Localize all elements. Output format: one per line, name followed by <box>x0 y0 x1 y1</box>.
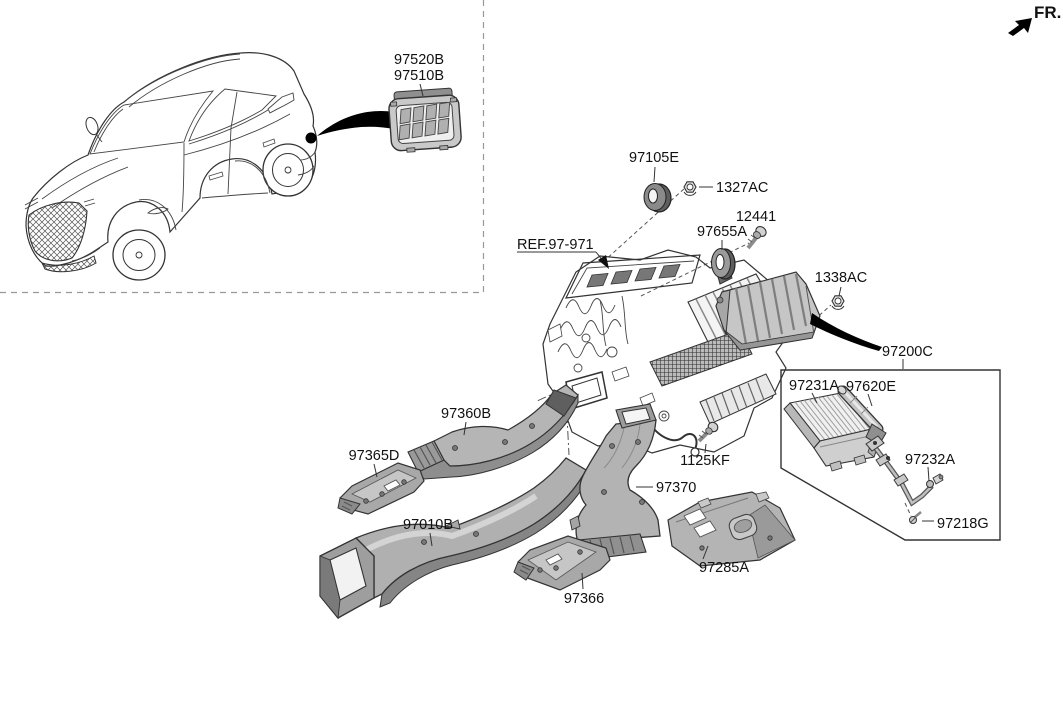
callout-97200C[interactable]: 97200C <box>882 344 933 360</box>
part-97285A-illustration <box>667 491 796 567</box>
callout-97366[interactable]: 97366 <box>564 591 604 607</box>
part-97365D-illustration <box>337 462 425 515</box>
screw-12441-illustration <box>746 226 767 250</box>
callout-leader-lines <box>373 166 934 590</box>
vehicle-illustration <box>24 52 318 281</box>
duct-locator-arrow <box>810 313 882 351</box>
callout-97620E[interactable]: 97620E <box>846 379 896 395</box>
callout-97520B[interactable]: 97520B <box>394 52 444 68</box>
part-97366-illustration <box>513 535 611 591</box>
part-97370-illustration <box>569 403 661 561</box>
callout-97370[interactable]: 97370 <box>656 480 696 496</box>
ref-arrow <box>517 251 609 269</box>
vent-locator-arrow <box>317 111 394 136</box>
part-97520B-illustration <box>388 87 462 153</box>
fr-label: FR. <box>1034 3 1061 22</box>
callout-97360B[interactable]: 97360B <box>441 406 491 422</box>
callout-97510B[interactable]: 97510B <box>394 68 444 84</box>
ref-label[interactable]: REF.97-971 <box>517 237 594 253</box>
callout-1327AC[interactable]: 1327AC <box>716 180 768 196</box>
callout-97231A[interactable]: 97231A <box>789 378 839 394</box>
callout-1125KF[interactable]: 1125KF <box>680 453 730 469</box>
group-97200C-box <box>780 369 1001 541</box>
hvac-unit-illustration <box>542 249 789 457</box>
fr-direction-indicator: FR. <box>1008 3 1061 36</box>
callout-1338AC[interactable]: 1338AC <box>815 270 867 286</box>
grommet-97105E-illustration <box>643 183 672 213</box>
grommet-97655A-illustration <box>711 248 736 280</box>
part-97360B-illustration <box>407 384 579 480</box>
screw-1125KF-illustration <box>697 421 719 443</box>
nut-1327AC-illustration <box>683 181 697 196</box>
screw-97218G-illustration <box>909 511 922 524</box>
callout-12441[interactable]: 12441 <box>736 209 776 225</box>
callout-97218G[interactable]: 97218G <box>937 516 989 532</box>
part-97231A-illustration <box>783 391 883 472</box>
callout-97365D[interactable]: 97365D <box>349 448 400 464</box>
callout-97655A[interactable]: 97655A <box>697 224 747 240</box>
callout-labels: 97520B 97510B 97105E 1327AC 12441 97655A… <box>349 52 989 607</box>
callout-97105E[interactable]: 97105E <box>629 150 679 166</box>
nut-1338AC-illustration <box>831 295 845 310</box>
part-97232A-illustration <box>865 435 944 507</box>
vent-location-dot <box>305 132 317 144</box>
callout-97010B[interactable]: 97010B <box>403 517 453 533</box>
part-97010B-illustration <box>319 457 589 620</box>
callout-97232A[interactable]: 97232A <box>905 452 955 468</box>
callout-97285A[interactable]: 97285A <box>699 560 749 576</box>
cowl-duct-illustration <box>715 265 821 351</box>
fr-arrow-icon <box>1008 18 1032 36</box>
vehicle-inset-border <box>0 0 485 294</box>
